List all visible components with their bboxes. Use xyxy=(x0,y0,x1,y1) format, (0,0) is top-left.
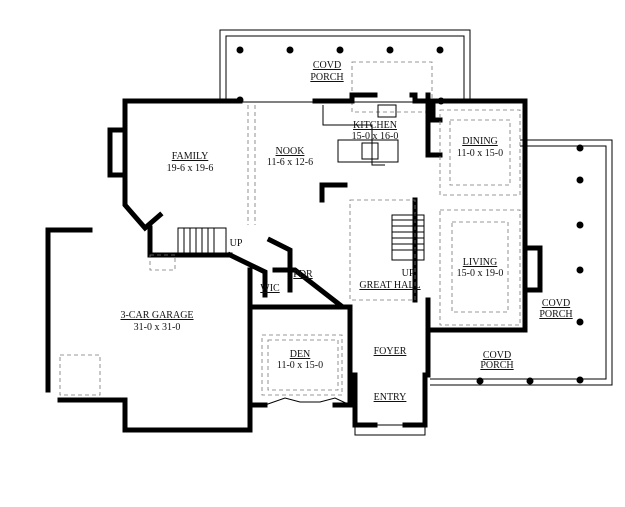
great-hall-label: GREAT HALL xyxy=(359,280,420,291)
dining-name: DINING xyxy=(462,136,498,147)
family-name: FAMILY xyxy=(172,151,209,162)
kitchen-size: 15-0 x 16-0 xyxy=(352,131,399,142)
front-porch-label-1: COVD xyxy=(483,350,511,361)
right-porch xyxy=(430,139,613,386)
top-porch-label-2: PORCH xyxy=(310,72,343,83)
den-size: 11-0 x 15-0 xyxy=(277,360,323,371)
great-hall-stair-up-label: UP xyxy=(402,268,415,279)
nook-size: 11-6 x 12-6 xyxy=(267,157,313,168)
living-name: LIVING xyxy=(463,257,497,268)
family-size: 19-6 x 19-6 xyxy=(167,163,214,174)
front-porch-label-2: PORCH xyxy=(480,360,513,371)
garage-size: 31-0 x 31-0 xyxy=(134,322,181,333)
interior-details xyxy=(59,104,521,436)
great-hall-stair xyxy=(391,214,425,261)
living-size: 15-0 x 19-0 xyxy=(457,268,504,279)
right-porch-label-2: PORCH xyxy=(539,309,572,320)
kitchen-name: KITCHEN xyxy=(353,120,397,131)
den-name: DEN xyxy=(290,349,311,360)
family-stair-up-label: UP xyxy=(230,238,243,249)
family-stair xyxy=(177,227,227,256)
right-porch-label-1: COVD xyxy=(542,298,570,309)
nook-name: NOOK xyxy=(276,146,306,157)
dining-size: 11-0 x 15-0 xyxy=(457,148,503,159)
pdr-label: PDR xyxy=(293,269,313,280)
garage-name: 3-CAR GARAGE xyxy=(120,310,193,321)
foyer-label: FOYER xyxy=(374,346,407,357)
wic-label: WIC xyxy=(260,283,280,294)
top-porch-label-1: COVD xyxy=(313,60,341,71)
entry-label: ENTRY xyxy=(374,392,407,403)
